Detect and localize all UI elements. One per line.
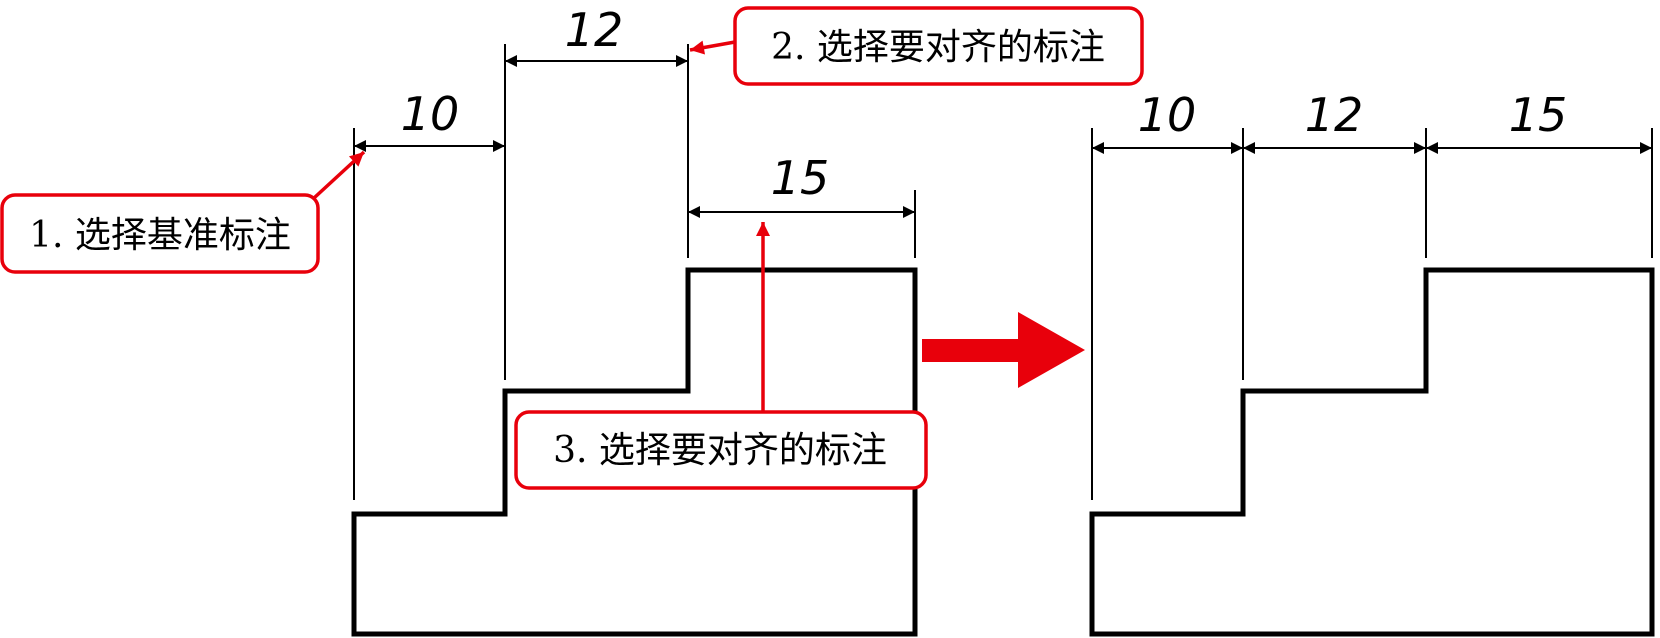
right-figure: 10 12 15 [1089, 88, 1655, 637]
left-part-outline [351, 267, 918, 637]
left-dim-10-text: 10 [401, 87, 460, 141]
left-dim-12-text: 12 [565, 3, 624, 57]
callout-3-box [514, 410, 928, 490]
right-dim-12-text: 12 [1305, 88, 1364, 142]
callout-3-text: 3. 选择要对齐的标注 [553, 430, 887, 471]
callout-2-box [733, 6, 1144, 86]
right-dim-10-text: 10 [1138, 88, 1197, 142]
callout-1-box [0, 193, 320, 274]
callout-2-leader [689, 40, 736, 55]
callout-1-text: 1. 选择基准标注 [29, 215, 291, 256]
callout-1-leader [312, 150, 366, 200]
right-dim-15-text: 15 [1509, 88, 1568, 142]
callout-2-text: 2. 选择要对齐的标注 [771, 27, 1105, 68]
right-arrow-icon [922, 312, 1085, 388]
left-figure: 10 12 15 1. 选择基准标注 2. 选择要对齐的标注 3. 选择要对齐的… [0, 3, 1144, 637]
right-part-outline [1089, 267, 1655, 637]
left-dim-15-text: 15 [771, 151, 830, 205]
